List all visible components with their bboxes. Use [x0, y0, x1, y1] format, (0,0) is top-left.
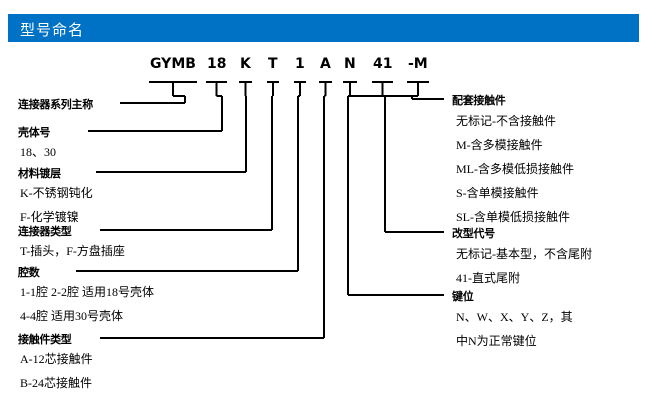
right-group-option-1-0: 无标记-基本型，不含尾附	[456, 247, 592, 261]
section-title: 型号命名	[20, 23, 85, 39]
part-number-segment-3: T	[268, 56, 278, 72]
right-group-option-0-3: S-含单模接触件	[456, 186, 539, 200]
left-group-option-5-0: A-12芯接触件	[20, 352, 93, 366]
part-number-segment-0: GYMB	[150, 56, 196, 72]
part-number-segment-1: 18	[207, 56, 227, 72]
part-number-segment-7: 41	[373, 56, 393, 72]
part-number-segment-5: A	[320, 56, 331, 72]
left-group-option-2-0: K-不锈钢钝化	[20, 186, 93, 200]
right-group-title-0: 配套接触件	[452, 94, 506, 107]
right-group-title-2: 键位	[452, 290, 474, 303]
right-group-option-0-2: ML-含多模低损接触件	[456, 162, 574, 176]
right-group-option-0-1: M-含多模接触件	[456, 138, 543, 152]
left-group-title-5: 接触件类型	[18, 333, 72, 346]
right-group-option-2-1: 中N为正常键位	[456, 334, 537, 348]
left-group-title-1: 壳体号	[18, 126, 51, 139]
right-group-option-0-0: 无标记-不含接触件	[456, 114, 556, 128]
part-number-segment-2: K	[240, 56, 251, 72]
left-group-option-2-1: F-化学镀镍	[20, 210, 79, 224]
left-group-title-4: 腔数	[18, 266, 40, 279]
part-number-segment-6: N	[344, 56, 356, 72]
right-group-option-2-0: N、W、X、Y、Z，其	[456, 310, 573, 324]
left-group-option-4-1: 4-4腔 适用30号壳体	[20, 309, 123, 323]
left-group-option-3-0: T-插头，F-方盘插座	[20, 244, 125, 258]
left-group-option-1-0: 18、30	[20, 145, 57, 159]
part-number-segment-4: 1	[295, 56, 305, 72]
right-group-option-0-4: SL-含单模低损接触件	[456, 210, 571, 224]
section-header-bar	[8, 14, 639, 42]
left-group-option-4-0: 1-1腔 2-2腔 适用18号壳体	[20, 285, 154, 299]
left-group-option-5-1: B-24芯接触件	[20, 376, 93, 390]
left-group-title-3: 连接器类型	[18, 225, 72, 238]
part-number-segment-8: -M	[408, 56, 428, 72]
left-group-title-0: 连接器系列主称	[18, 98, 93, 111]
right-group-title-1: 改型代号	[452, 227, 495, 240]
right-group-option-1-1: 41-直式尾附	[456, 271, 520, 285]
left-group-title-2: 材料镀层	[18, 167, 61, 180]
